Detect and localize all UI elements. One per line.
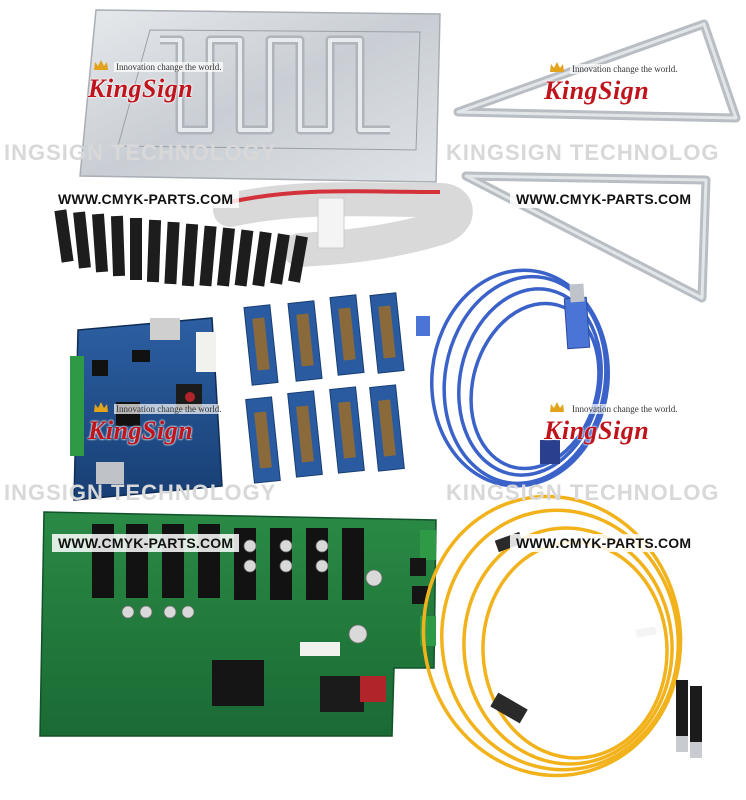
brand-slogan: Innovation change the world.	[114, 404, 224, 414]
crown-icon	[550, 402, 564, 412]
kingsign-logo: Innovation change the world. KingSign	[544, 62, 694, 108]
kingsign-logo: Innovation change the world. KingSign	[88, 60, 238, 106]
brand-slogan: Innovation change the world.	[570, 64, 680, 74]
brand-slogan: Innovation change the world.	[114, 62, 224, 72]
url-watermark: WWW.CMYK-PARTS.COM	[510, 190, 698, 208]
yellow-fiber-cable	[421, 494, 683, 778]
brand-name: KingSign	[88, 416, 194, 445]
fpga-chip	[212, 660, 264, 706]
brand-name: KingSign	[544, 76, 650, 105]
url-watermark: WWW.CMYK-PARTS.COM	[52, 190, 240, 208]
url-watermark: WWW.CMYK-PARTS.COM	[510, 534, 698, 552]
ribbon-cables	[54, 182, 473, 287]
head-adapter-boards	[243, 292, 405, 484]
triangle-bracket-bottom	[461, 171, 711, 303]
url-watermark: WWW.CMYK-PARTS.COM	[52, 534, 240, 552]
fiber-connector-a	[676, 680, 688, 736]
kingsign-logo: Innovation change the world. KingSign	[88, 402, 238, 448]
crown-icon	[94, 60, 108, 70]
watermark-tech-left: INGSIGN TECHNOLOGY	[4, 140, 277, 162]
crown-icon	[550, 62, 564, 72]
brand-slogan: Innovation change the world.	[570, 404, 680, 414]
kingsign-logo: Innovation change the world. KingSign	[544, 402, 694, 448]
crown-icon	[94, 402, 108, 412]
blue-usb-cable	[430, 268, 610, 488]
brand-name: KingSign	[544, 416, 650, 445]
brand-name: KingSign	[88, 74, 194, 103]
usb-plug-b	[416, 316, 430, 336]
fiber-connector-b	[690, 686, 702, 742]
ferrite-core	[540, 440, 560, 464]
watermark-tech-right: KINGSIGN TECHNOLOG	[446, 480, 720, 502]
usb-plug-a	[563, 296, 591, 350]
metal-carriage-plate	[79, 9, 441, 183]
watermark-tech-right: KINGSIGN TECHNOLOG	[446, 140, 720, 162]
watermark-row-top: INGSIGN TECHNOLOGY KINGSIGN TECHNOLOG	[0, 140, 746, 162]
watermark-tech-left: INGSIGN TECHNOLOGY	[4, 480, 277, 502]
green-carriage-board	[39, 511, 437, 737]
watermark-row-bottom: INGSIGN TECHNOLOGY KINGSIGN TECHNOLOG	[0, 480, 746, 502]
